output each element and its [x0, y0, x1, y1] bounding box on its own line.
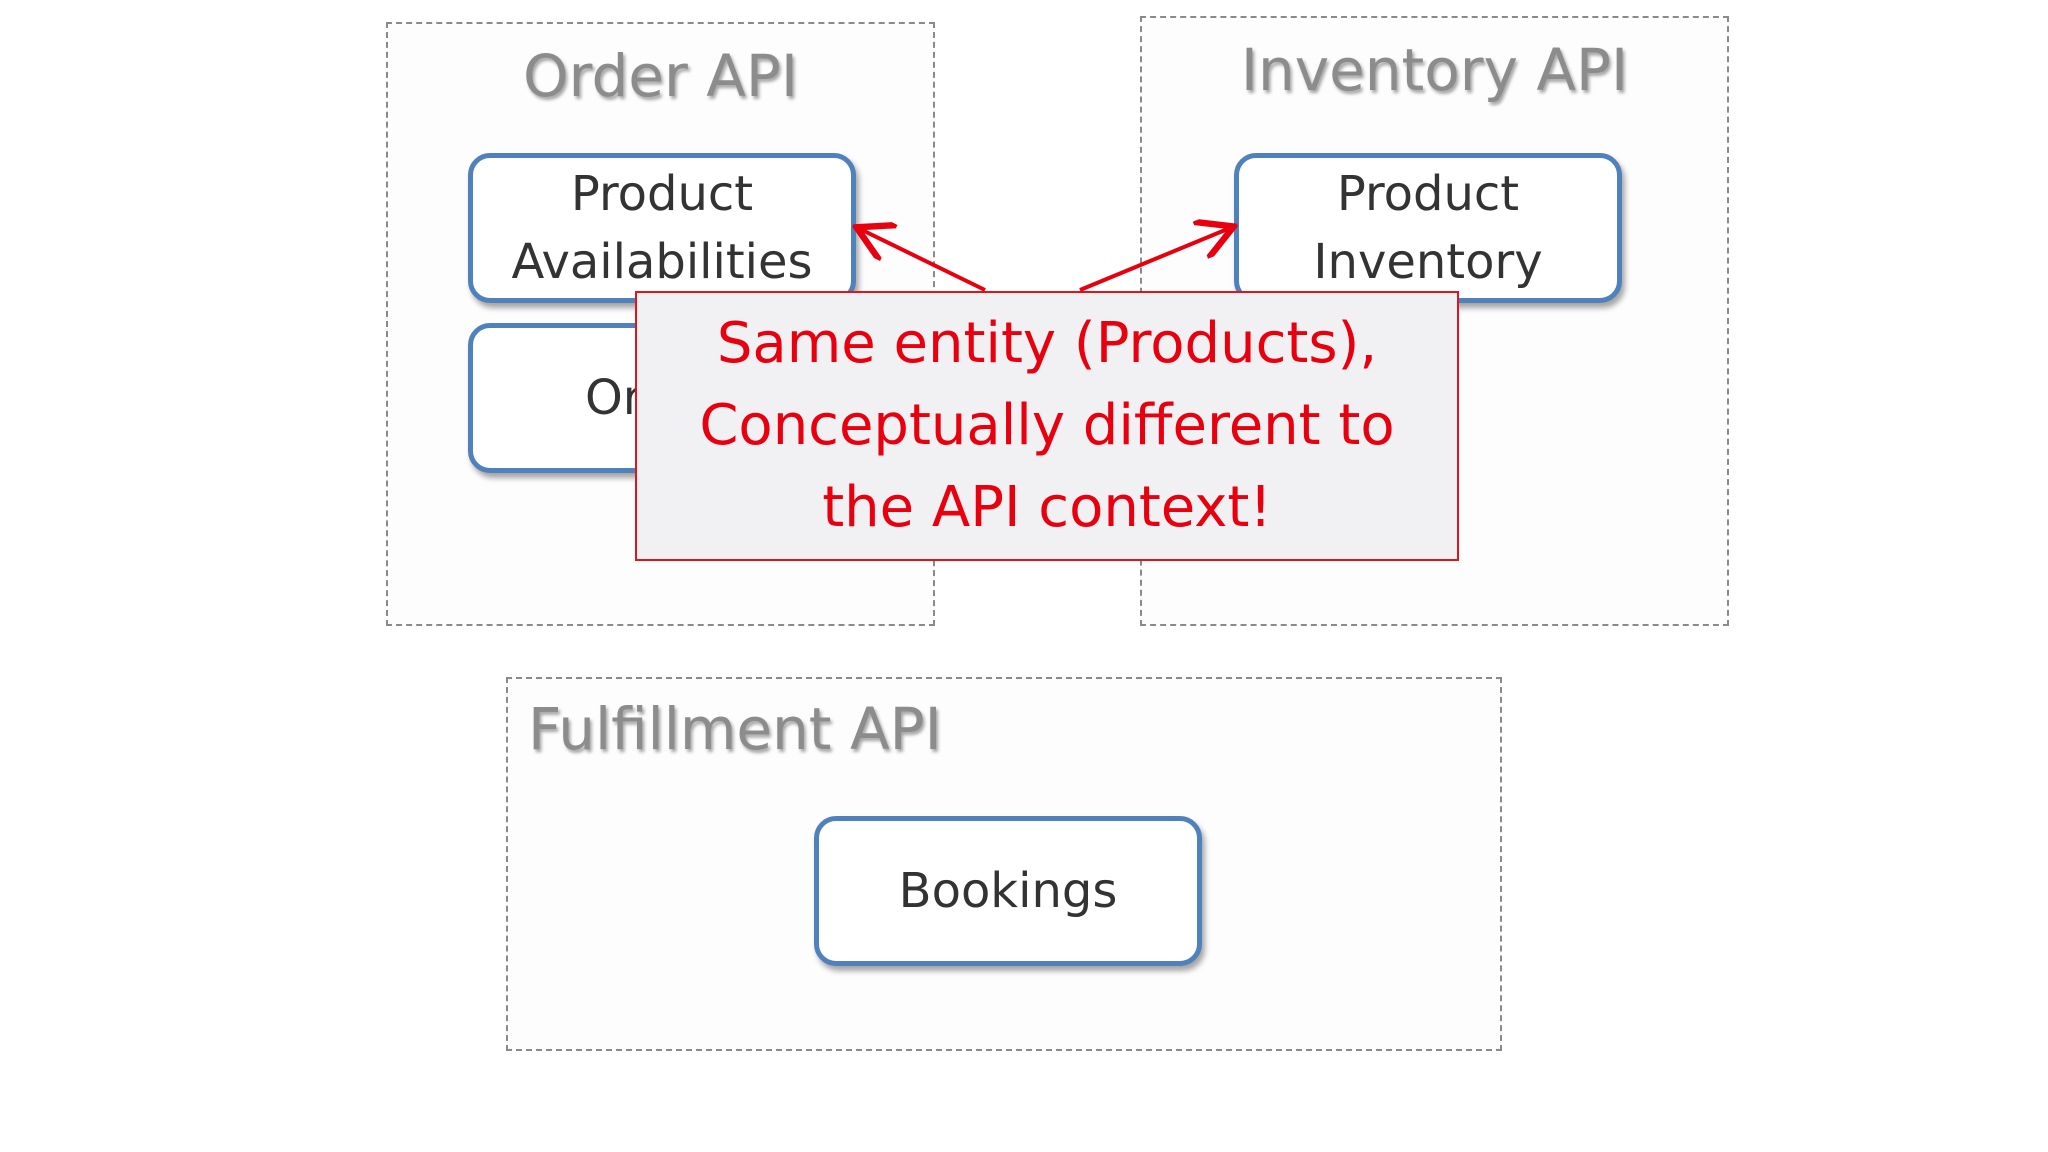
order-api-title: Order API — [522, 42, 799, 110]
entity-label-line: Product — [570, 166, 754, 222]
entity-label-line: Availabilities — [511, 234, 813, 290]
callout-line: Same entity (Products), — [716, 311, 1378, 376]
entity-label-line: Or — [585, 370, 643, 426]
callout-box: Same entity (Products), Conceptually dif… — [635, 291, 1459, 561]
product-inventory-entity: Product Inventory — [1234, 153, 1622, 303]
callout-line: the API context! — [822, 475, 1272, 540]
entity-label-line: Inventory — [1313, 234, 1543, 290]
entity-label-line: Product — [1336, 166, 1520, 222]
entity-label-line: Bookings — [898, 863, 1118, 919]
bookings-entity: Bookings — [814, 816, 1202, 966]
callout-line: Conceptually different to — [699, 393, 1395, 458]
product-availabilities-entity: Product Availabilities — [468, 153, 856, 303]
fulfillment-api-title: Fulfillment API — [528, 695, 942, 763]
inventory-api-title: Inventory API — [1240, 36, 1629, 104]
